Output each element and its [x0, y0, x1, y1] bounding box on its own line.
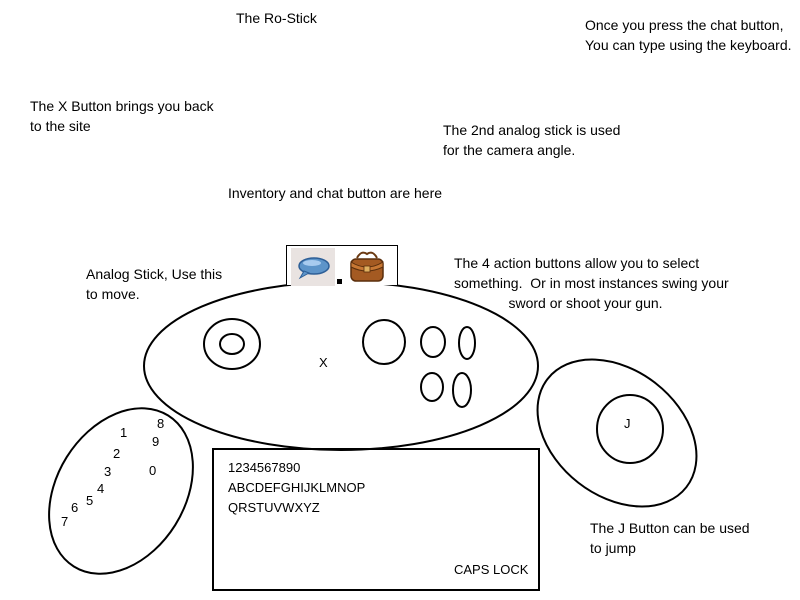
j-button[interactable] — [596, 394, 664, 464]
keyboard-letters-row-2[interactable]: QRSTUVWXYZ — [228, 500, 320, 515]
digit-8[interactable]: 8 — [157, 416, 164, 431]
digit-5[interactable]: 5 — [86, 493, 93, 508]
jump-pad — [536, 358, 698, 508]
digit-2[interactable]: 2 — [113, 446, 120, 461]
digit-3[interactable]: 3 — [104, 464, 111, 479]
controller-body — [143, 281, 539, 451]
digit-0[interactable]: 0 — [149, 463, 156, 478]
action-button-2[interactable] — [458, 326, 476, 360]
action-button-4[interactable] — [452, 372, 472, 408]
inventory-chat-note: Inventory and chat button are here — [228, 185, 443, 201]
divider-dot — [337, 279, 342, 284]
action-button-3[interactable] — [420, 372, 444, 402]
x-button-note: The X Button brings you back to the site — [30, 98, 214, 134]
number-pad — [48, 407, 194, 575]
j-button-label: J — [624, 416, 631, 431]
digit-1[interactable]: 1 — [120, 425, 127, 440]
digit-4[interactable]: 4 — [97, 481, 104, 496]
inventory-chat-panel — [286, 245, 398, 286]
x-button[interactable]: X — [319, 355, 328, 370]
second-analog-stick[interactable] — [362, 319, 406, 365]
analog-stick-outer[interactable] — [203, 318, 261, 370]
chat-bubble-icon[interactable] — [291, 248, 335, 286]
backpack-icon[interactable] — [345, 248, 389, 286]
action-buttons-note: The 4 action buttons allow you to select… — [454, 255, 729, 311]
caps-lock-key[interactable]: CAPS LOCK — [454, 562, 529, 577]
second-stick-note: The 2nd analog stick is used for the cam… — [443, 122, 621, 158]
keyboard-digits-row[interactable]: 1234567890 — [228, 460, 301, 475]
chat-typing-note: Once you press the chat button, You can … — [585, 17, 792, 53]
diagram-title: The Ro-Stick — [236, 10, 317, 26]
digit-6[interactable]: 6 — [71, 500, 78, 515]
action-button-1[interactable] — [420, 326, 446, 358]
digit-7[interactable]: 7 — [61, 514, 68, 529]
analog-stick-inner[interactable] — [219, 333, 245, 355]
digit-9[interactable]: 9 — [152, 434, 159, 449]
j-button-note: The J Button can be used to jump — [590, 520, 750, 556]
analog-stick-note: Analog Stick, Use this to move. — [86, 266, 223, 302]
keyboard-panel: 1234567890 ABCDEFGHIJKLMNOP QRSTUVWXYZ C… — [212, 448, 540, 591]
keyboard-letters-row-1[interactable]: ABCDEFGHIJKLMNOP — [228, 480, 366, 495]
